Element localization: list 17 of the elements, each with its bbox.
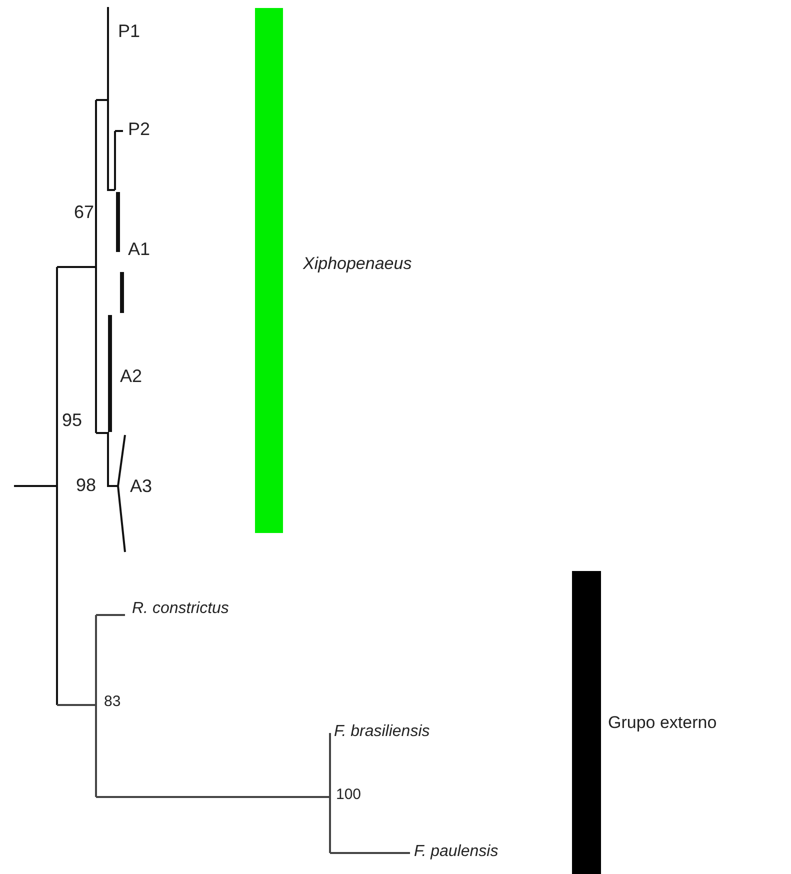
taxon-label: A3 bbox=[130, 477, 152, 495]
taxon-label: A1 bbox=[128, 240, 150, 258]
clade-label: Grupo externo bbox=[608, 714, 717, 731]
clade-label: Xiphopenaeus bbox=[303, 255, 412, 272]
taxon-label: P2 bbox=[128, 120, 150, 138]
taxon-label: R. constrictus bbox=[132, 601, 229, 617]
taxon-label: F. paulensis bbox=[414, 844, 498, 860]
clade-bar bbox=[255, 8, 283, 533]
support-value: 83 bbox=[104, 694, 121, 709]
support-value: 98 bbox=[76, 476, 96, 494]
taxon-label: P1 bbox=[118, 22, 140, 40]
taxon-label: A2 bbox=[120, 367, 142, 385]
support-value: 100 bbox=[336, 787, 362, 802]
support-value: 95 bbox=[62, 411, 82, 429]
taxon-label: F. brasiliensis bbox=[334, 724, 430, 740]
support-value: 67 bbox=[74, 203, 94, 221]
clade-bar bbox=[572, 571, 601, 874]
